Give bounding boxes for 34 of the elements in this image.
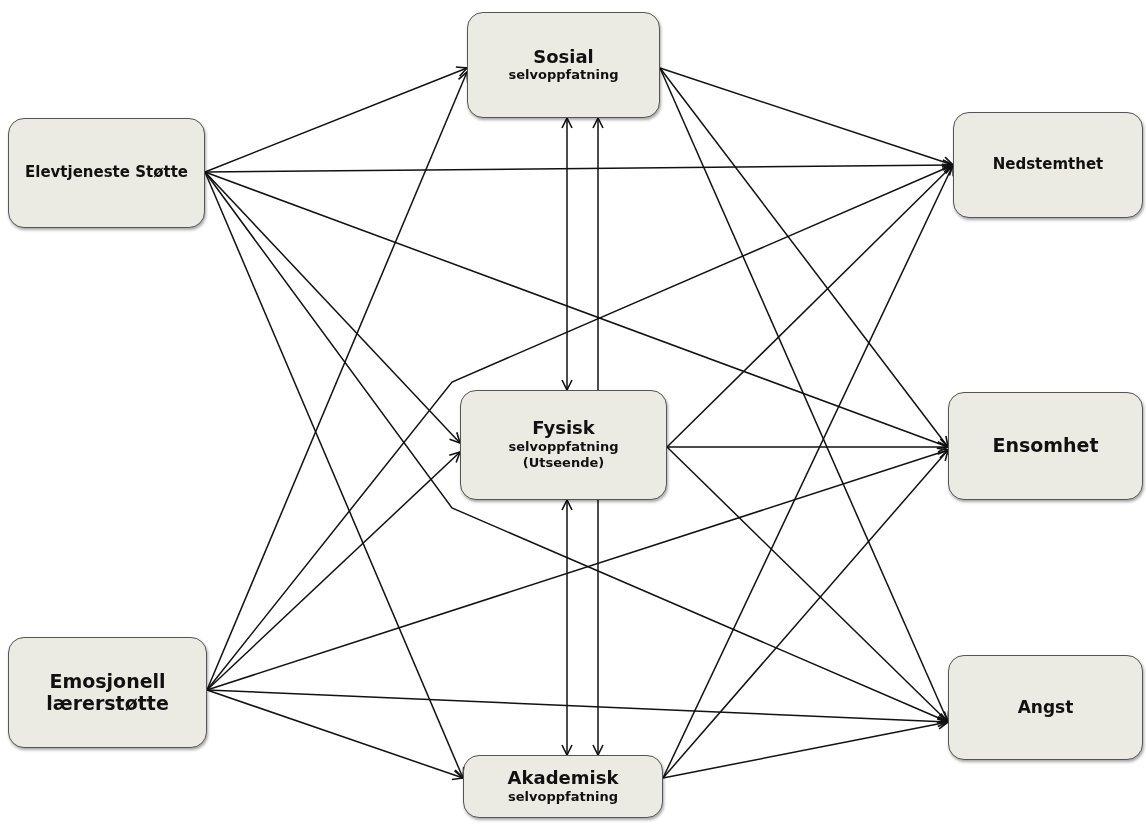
variable-box: [948, 655, 1143, 760]
arrow: [592, 499, 604, 756]
arrow: [666, 446, 949, 723]
node-title: Elevtjeneste Støtte: [25, 164, 188, 182]
variable-box: [8, 637, 207, 748]
node-subtitle: selvoppfatning (Utseende): [507, 439, 620, 472]
variable-box: [467, 12, 660, 118]
arrow: [659, 67, 954, 168]
arrow: [561, 499, 573, 756]
arrow: [662, 449, 949, 779]
node-title: Emosjonell lærerstøtte: [45, 670, 170, 715]
variable-box: [460, 390, 667, 500]
node-title: Angst: [1017, 697, 1074, 718]
variable-box: [8, 118, 205, 228]
node-title: Nedstemthet: [992, 156, 1104, 174]
arrow: [662, 718, 949, 779]
arrow: [204, 66, 468, 173]
node-title: Fysisk: [532, 418, 595, 440]
arrow: [206, 689, 464, 781]
arrow: [561, 117, 573, 391]
node-title: Akademisk: [507, 768, 619, 789]
arrow: [659, 67, 949, 448]
arrow: [666, 164, 954, 448]
variable-box: [948, 392, 1143, 500]
arrow: [666, 441, 949, 453]
node-subtitle: selvoppfatning: [508, 788, 618, 805]
node-title: Ensomhet: [992, 435, 1099, 457]
arrow: [206, 447, 949, 691]
node-subtitle: selvoppfatning: [508, 67, 619, 84]
node-title: Sosial: [533, 46, 594, 68]
arrow: [592, 117, 604, 391]
variable-box: [463, 755, 663, 818]
arrow: [206, 71, 469, 691]
variable-box: [953, 112, 1143, 218]
